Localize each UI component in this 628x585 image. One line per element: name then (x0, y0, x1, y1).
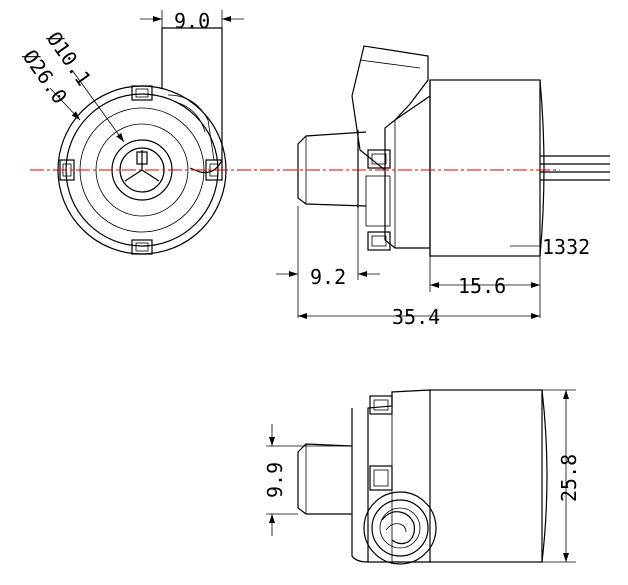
bottom-inlet (297, 443, 353, 515)
dim-inlet-height: 9.9 (263, 462, 287, 498)
bottom-body (429, 389, 543, 563)
side-view: 1332 9.2 15.6 35.4 (276, 45, 610, 329)
side-flange (384, 95, 431, 249)
side-clips (365, 149, 391, 251)
side-inlet (297, 131, 367, 207)
bottom-outlet (363, 491, 437, 565)
front-view: 9.0 Ø10.1 Ø26.0 (18, 9, 244, 255)
dim-body-height: 25.8 (557, 454, 581, 502)
side-wires (540, 155, 610, 181)
side-outlet (351, 45, 429, 121)
front-outlet-tube (161, 27, 223, 174)
bottom-flange (367, 389, 431, 563)
impeller-vanes (124, 150, 160, 182)
dim-overall-length: 35.4 (392, 305, 440, 329)
dim-body-length: 15.6 (458, 274, 506, 298)
dim-inlet-length: 9.2 (310, 265, 346, 289)
front-lugs (59, 85, 223, 255)
dim-outlet-offset: 9.0 (174, 9, 210, 33)
bottom-clips (369, 395, 393, 491)
bottom-view: 9.9 25.8 (263, 389, 581, 565)
side-body (429, 79, 541, 257)
part-number: 1332 (542, 235, 590, 259)
